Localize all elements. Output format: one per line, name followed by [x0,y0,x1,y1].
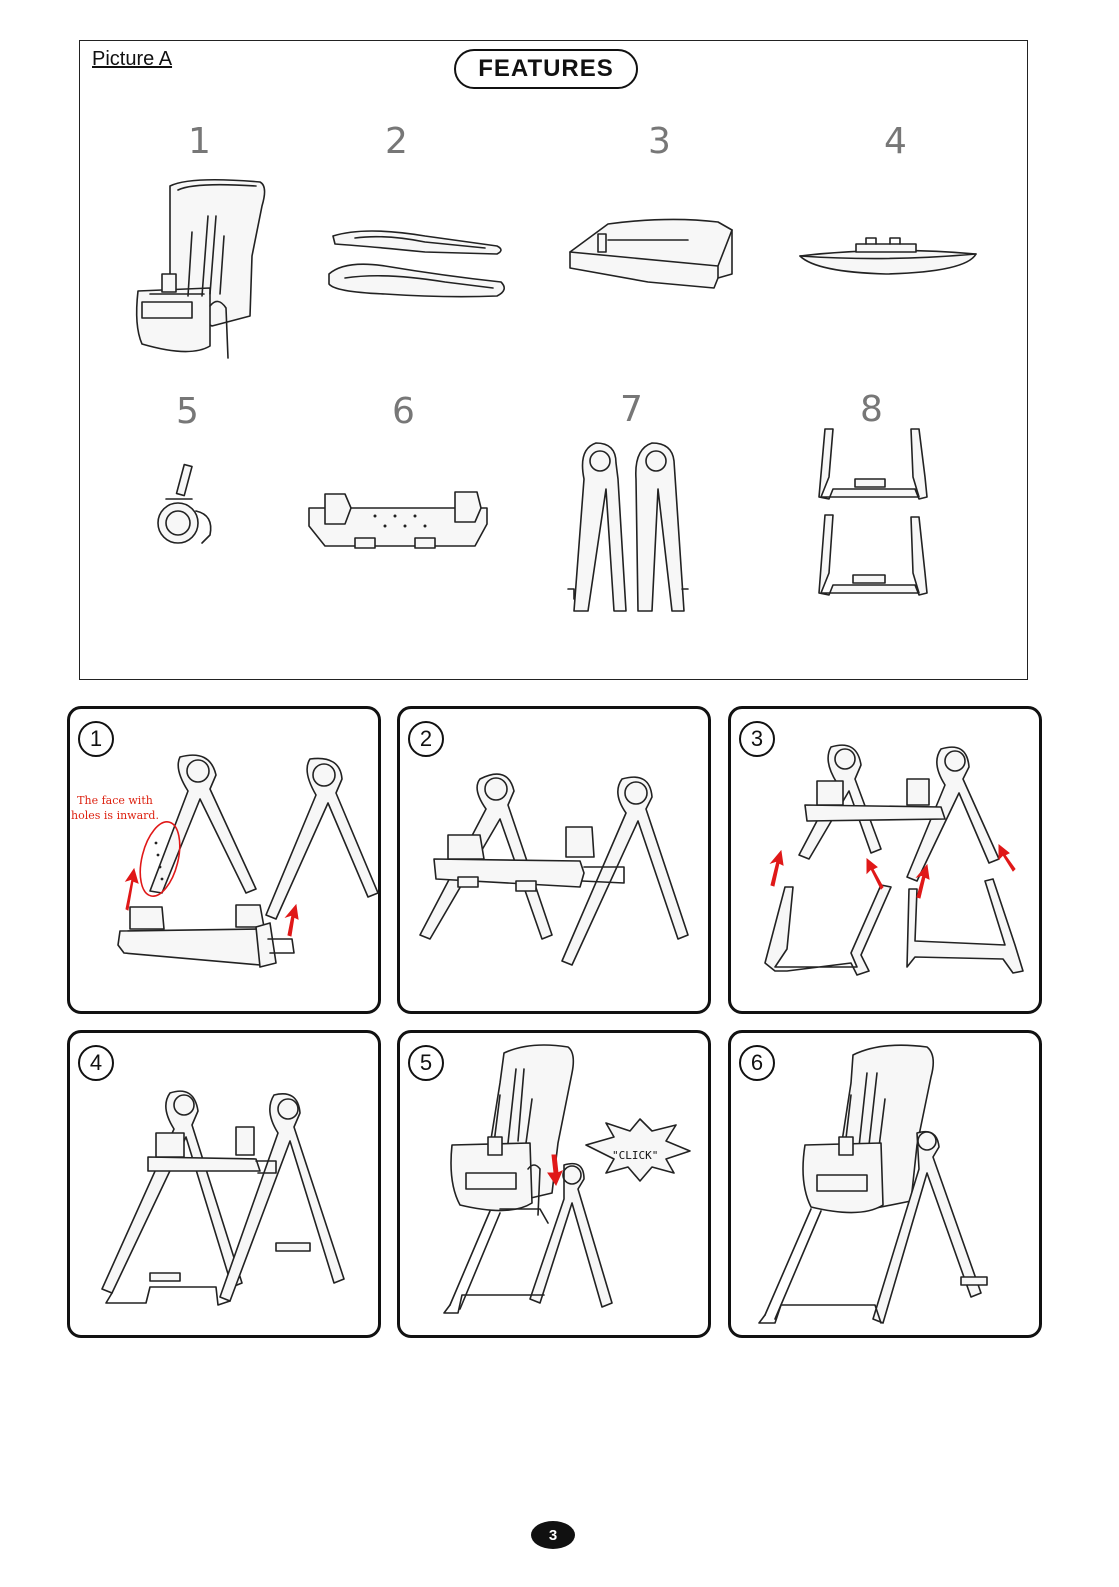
features-title: FEATURES [454,49,638,89]
page-number-badge: 3 [531,1521,575,1549]
step-3-panel: 3 [728,706,1042,1014]
wheel-icon [152,461,232,551]
step-4-illustration [70,1033,378,1335]
step-4-panel: 4 [67,1030,381,1338]
footrest-icon [568,216,738,296]
part-number-5: 5 [176,391,199,432]
features-panel: Picture A FEATURES 1 2 3 4 5 [79,40,1028,680]
tray-icon [796,226,981,286]
step-2-panel: 2 [397,706,711,1014]
click-callout: "CLICK" [612,1149,658,1162]
part-number-2: 2 [385,121,408,162]
seat-base-icon [305,486,495,556]
step-5-panel: 5 "CLICK" [397,1030,711,1338]
step-6-panel: 6 [728,1030,1042,1338]
part-number-7: 7 [620,389,643,430]
part-number-6: 6 [392,391,415,432]
step-3-illustration [731,709,1039,1011]
step-1-panel: 1 The face with holes is inward. [67,706,381,1014]
part-number-1: 1 [188,121,211,162]
rear-legs-icon [815,421,935,621]
step-2-illustration [400,709,708,1011]
part-number-4: 4 [884,121,907,162]
step-1-illustration [70,709,378,1011]
picture-label: Picture A [92,48,172,71]
step-6-illustration [731,1033,1039,1335]
step-5-illustration: "CLICK" [400,1033,708,1335]
front-legs-icon [560,439,710,619]
part-number-3: 3 [648,121,671,162]
tray-frames-icon [325,226,510,306]
seat-unit-icon [130,176,280,366]
